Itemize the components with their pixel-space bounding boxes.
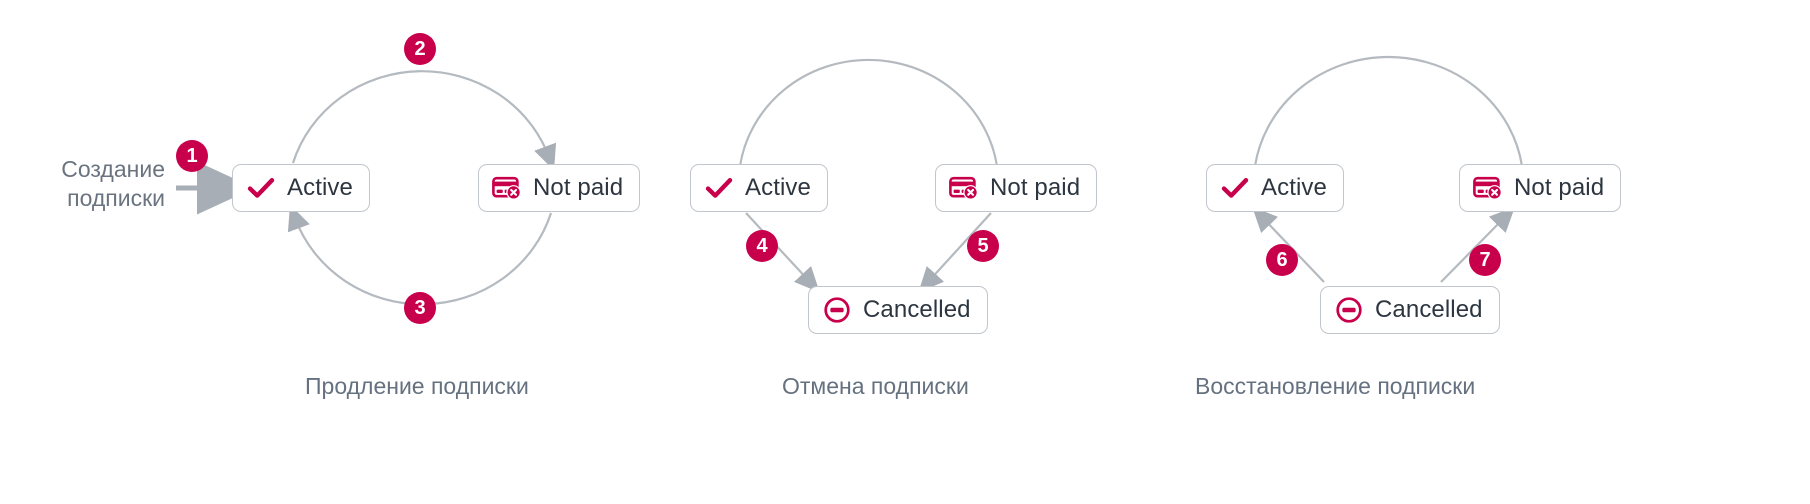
panel-caption-renewal: Продление подписки — [305, 373, 529, 399]
arrow-active-to-cancelled — [745, 212, 820, 293]
state-box-cancelled[interactable]: Cancelled — [1320, 286, 1500, 334]
badge-2[interactable]: 2 — [404, 33, 436, 65]
arrow-notpaid-to-active — [287, 204, 553, 306]
state-label-cancelled: Cancelled — [863, 296, 971, 323]
arc-active-notpaid — [738, 58, 999, 167]
badge-5[interactable]: 5 — [967, 230, 999, 262]
credit-card-error-icon — [1473, 175, 1503, 201]
state-box-not-paid[interactable]: Not paid — [478, 164, 641, 212]
panel-caption-restoration: Восстановление подписки — [1195, 373, 1476, 399]
state-box-active[interactable]: Active — [232, 164, 370, 212]
check-icon — [704, 175, 734, 201]
panel-caption-cancellation: Отмена подписки — [782, 373, 969, 399]
state-label-cancelled: Cancelled — [1375, 296, 1483, 323]
state-label-active: Active — [1261, 174, 1327, 201]
state-label-active: Active — [287, 174, 353, 201]
state-box-not-paid[interactable]: Not paid — [935, 164, 1098, 212]
arrow-active-to-notpaid — [291, 70, 557, 171]
credit-card-error-icon — [949, 175, 979, 201]
state-box-cancelled[interactable]: Cancelled — [808, 286, 988, 334]
badge-3[interactable]: 3 — [404, 292, 436, 324]
panel-renewal-connectors — [176, 70, 557, 306]
panel-restoration: 6 7 Active Not — [1195, 0, 1810, 504]
no-entry-icon — [822, 297, 852, 323]
badge-7[interactable]: 7 — [1469, 244, 1501, 276]
badge-6[interactable]: 6 — [1266, 244, 1298, 276]
badge-4[interactable]: 4 — [746, 230, 778, 262]
state-box-active[interactable]: Active — [690, 164, 828, 212]
state-label-not-paid: Not paid — [1514, 174, 1605, 201]
credit-card-error-icon — [492, 175, 522, 201]
state-box-not-paid[interactable]: Not paid — [1459, 164, 1622, 212]
panel-cancellation: 4 5 Active Not — [660, 0, 1200, 504]
state-label-active: Active — [745, 174, 811, 201]
badge-1[interactable]: 1 — [176, 140, 208, 172]
arc-active-notpaid — [1253, 55, 1524, 167]
state-label-not-paid: Not paid — [990, 174, 1081, 201]
check-icon — [1220, 175, 1250, 201]
panel-renewal: Создание подписки 1 2 3 Active — [0, 0, 660, 504]
state-label-not-paid: Not paid — [533, 174, 624, 201]
no-entry-icon — [1334, 297, 1364, 323]
arrow-notpaid-to-cancelled — [918, 212, 992, 293]
state-box-active[interactable]: Active — [1206, 164, 1344, 212]
check-icon — [246, 175, 276, 201]
panel-cancellation-connectors — [738, 58, 999, 293]
entry-label-create-subscription: Создание подписки — [61, 156, 165, 212]
